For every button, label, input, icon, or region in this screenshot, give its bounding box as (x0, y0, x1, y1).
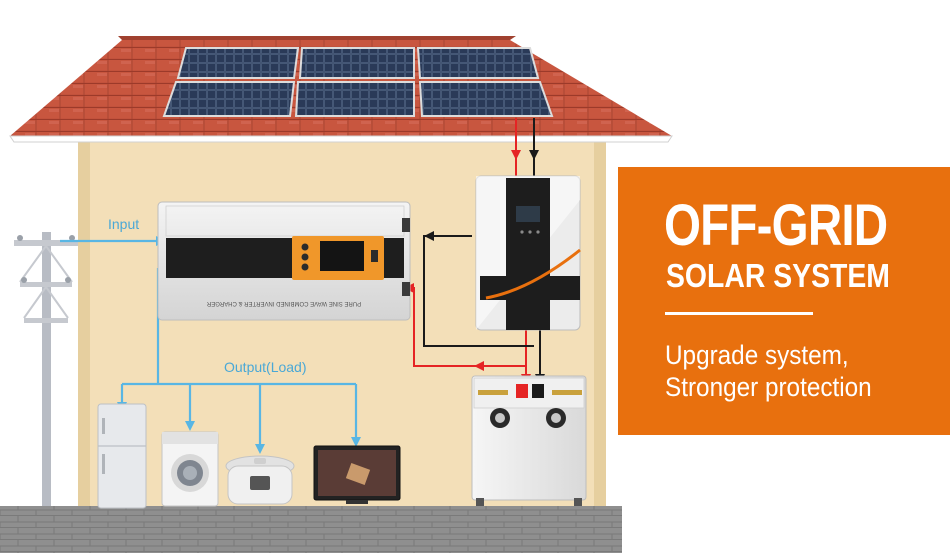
input-label: Input (108, 216, 139, 232)
solar-panel-array (162, 47, 554, 117)
ground-brick-base (0, 506, 622, 553)
banner-title-line2: SOLAR SYSTEM (666, 257, 890, 294)
refrigerator (97, 403, 147, 509)
wall-right-edge (594, 141, 606, 511)
wall-left-edge (78, 141, 90, 511)
banner-title-line1: OFF-GRID (664, 193, 888, 258)
roof-ridge (118, 36, 516, 40)
banner-divider (665, 312, 813, 315)
rice-cooker (225, 455, 295, 505)
washing-machine (161, 431, 219, 507)
television (313, 445, 401, 504)
output-load-label: Output(Load) (224, 359, 307, 375)
inverter-front-text: PURE SINE WAVE COMBINED INVERTER & CHARG… (206, 300, 361, 306)
banner-subtitle-line1: Upgrade system, (665, 340, 849, 370)
ac-wiring (60, 239, 358, 448)
roof-gutter (9, 135, 673, 143)
banner-subtitle-line2: Stronger protection (665, 372, 872, 402)
solar-charge-controller (475, 175, 581, 331)
inverter-charger: PURE SINE WAVE COMBINED INVERTER & CHARG… (157, 201, 411, 321)
off-grid-banner: OFF-GRID SOLAR SYSTEM Upgrade system, St… (618, 167, 950, 435)
utility-pole (14, 232, 78, 510)
battery-cabinet (471, 375, 587, 506)
